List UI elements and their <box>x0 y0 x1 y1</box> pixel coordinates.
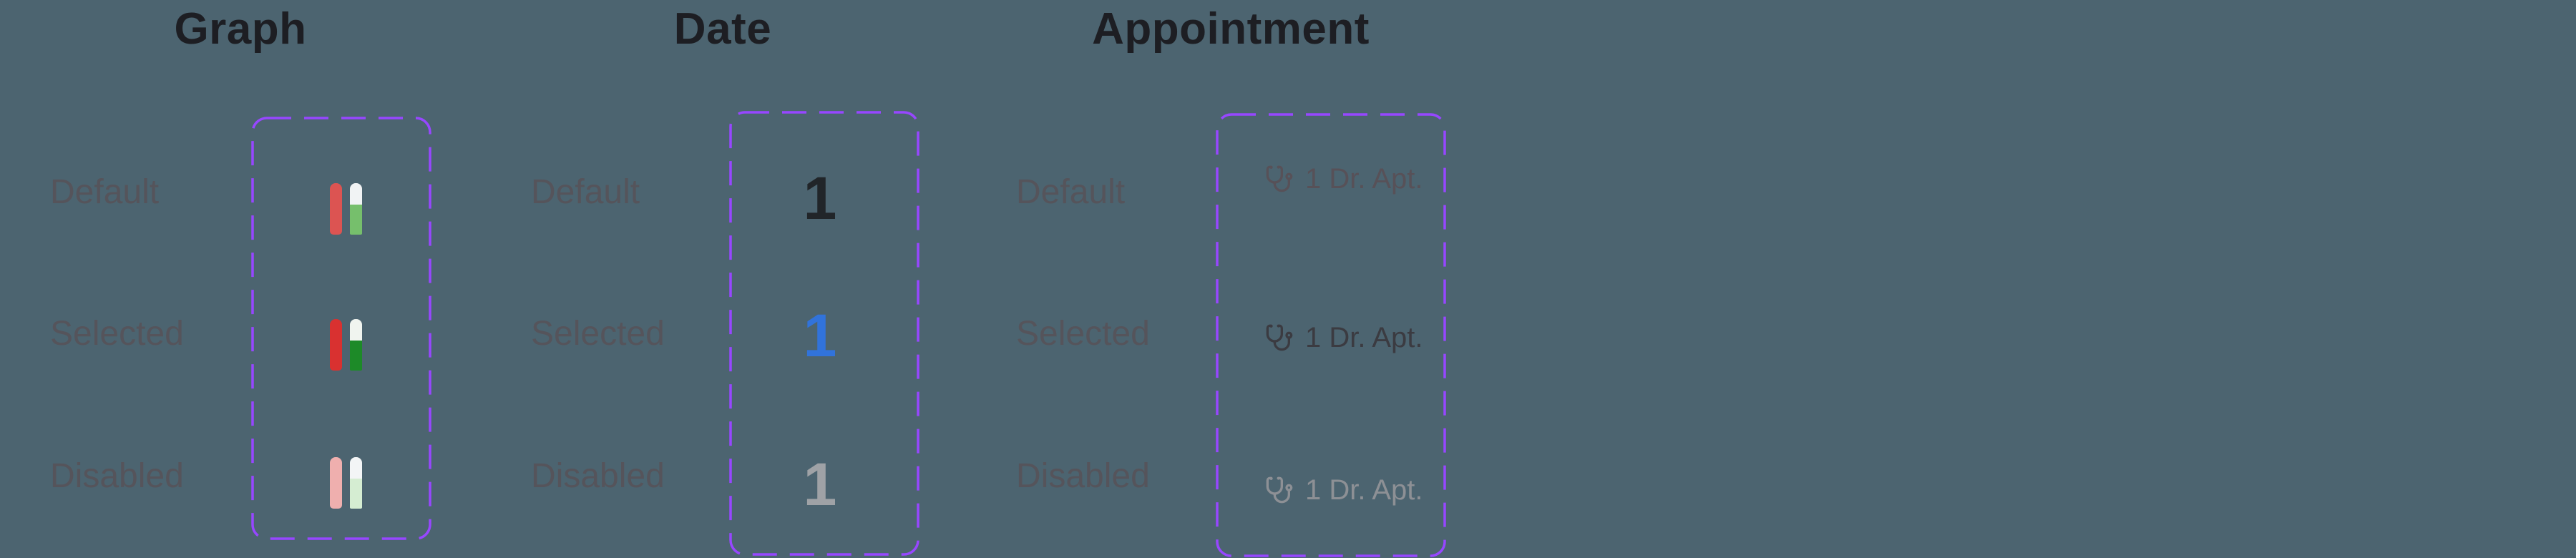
graph-bar-secondary <box>350 457 362 509</box>
graph-row-label-disabled: Disabled <box>50 457 184 495</box>
appointment-chip-default[interactable]: 1 Dr. Apt. <box>1265 165 1423 193</box>
graph-bar-secondary <box>350 319 362 371</box>
date-row-label-selected: Selected <box>531 315 665 353</box>
column-title-date: Date <box>673 4 772 54</box>
appointment-chip-label: 1 Dr. Apt. <box>1305 474 1423 506</box>
graph-cell-default[interactable] <box>330 183 363 235</box>
graph-bar-secondary-top <box>350 457 362 479</box>
graph-bar-primary <box>330 457 342 509</box>
appointment-row-label-default: Default <box>1016 173 1126 211</box>
graph-bar-primary <box>330 319 342 371</box>
column-title-appointment: Appointment <box>1092 4 1370 54</box>
graph-bar-primary <box>330 183 342 235</box>
graph-row-label-selected: Selected <box>50 315 184 353</box>
graph-cell-selected[interactable] <box>330 319 363 371</box>
appointment-chip-label: 1 Dr. Apt. <box>1305 163 1423 195</box>
appointment-row-label-disabled: Disabled <box>1016 457 1150 495</box>
date-value-selected[interactable]: 1 <box>803 302 837 369</box>
stethoscope-icon <box>1266 324 1293 351</box>
graph-bar-secondary-bottom <box>350 205 362 235</box>
appointment-chip-selected[interactable]: 1 Dr. Apt. <box>1265 323 1423 352</box>
date-value-disabled[interactable]: 1 <box>803 451 837 518</box>
graph-bar-secondary-top <box>350 183 362 205</box>
date-row-label-disabled: Disabled <box>531 457 665 495</box>
graph-row-label-default: Default <box>50 173 160 211</box>
graph-bar-secondary <box>350 183 362 235</box>
column-title-graph: Graph <box>174 4 307 54</box>
graph-bar-secondary-bottom <box>350 341 362 371</box>
date-row-label-default: Default <box>531 173 640 211</box>
stethoscope-icon <box>1266 476 1293 504</box>
stethoscope-icon <box>1266 165 1293 192</box>
appointment-chip-disabled[interactable]: 1 Dr. Apt. <box>1265 476 1423 504</box>
graph-bar-secondary-bottom <box>350 479 362 509</box>
graph-cell-disabled[interactable] <box>330 457 363 509</box>
graph-bar-secondary-top <box>350 319 362 341</box>
date-value-default[interactable]: 1 <box>803 165 837 232</box>
appointment-row-label-selected: Selected <box>1016 315 1150 353</box>
appointment-chip-label: 1 Dr. Apt. <box>1305 322 1423 353</box>
